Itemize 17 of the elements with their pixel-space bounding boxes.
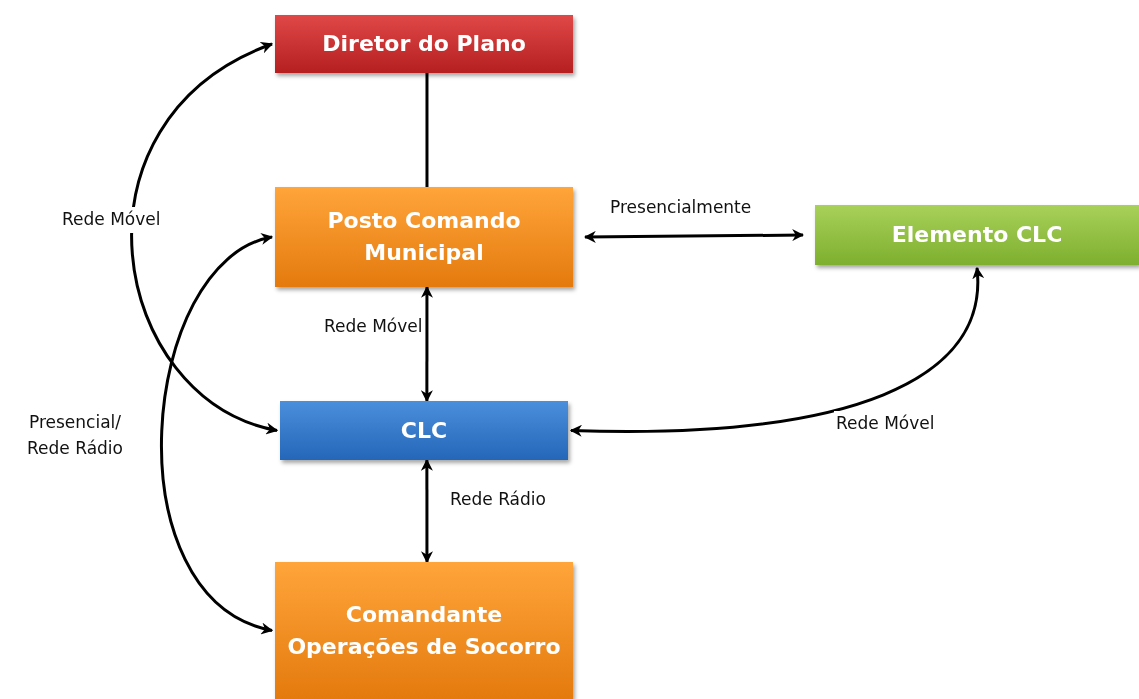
double-arrow (420, 285, 433, 403)
process-box (275, 15, 573, 73)
connector-line (425, 73, 429, 187)
node-label: Posto Comando Municipal (326, 207, 522, 267)
double-arrow (420, 458, 433, 564)
process-box (280, 401, 568, 460)
node-label: CLC (400, 416, 448, 445)
double-arrow (583, 229, 805, 243)
process-box (815, 205, 1139, 265)
double-arrow (160, 235, 274, 633)
node-label: Elemento CLC (891, 221, 1063, 250)
node-label: Diretor do Plano (322, 30, 526, 59)
process-box (275, 562, 573, 699)
double-arrow (130, 42, 279, 433)
double-arrow (569, 266, 984, 437)
node-label: Comandante Operações de Socorro (286, 600, 562, 661)
process-box (275, 187, 573, 287)
